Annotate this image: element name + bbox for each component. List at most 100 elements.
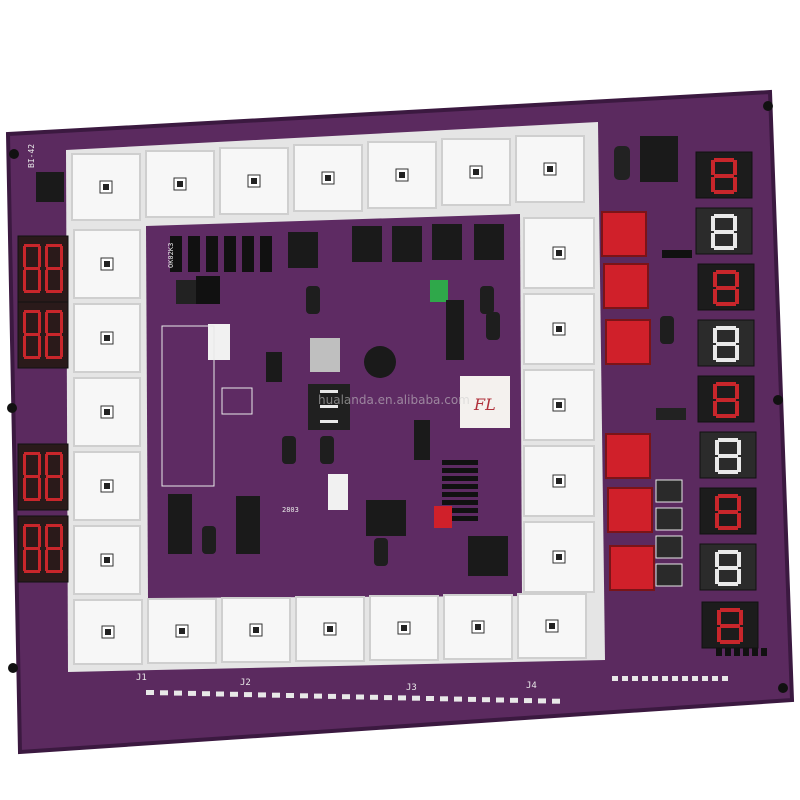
lamp-led bbox=[556, 250, 562, 256]
segment bbox=[718, 526, 738, 530]
segment bbox=[38, 270, 41, 291]
segment bbox=[737, 513, 741, 528]
pin bbox=[202, 691, 210, 697]
segment bbox=[714, 230, 734, 234]
lamp-led bbox=[556, 326, 562, 332]
lamp-led bbox=[547, 166, 553, 172]
segment bbox=[735, 345, 739, 360]
segment bbox=[711, 233, 715, 248]
resistor bbox=[662, 250, 692, 258]
pin bbox=[468, 696, 476, 702]
segment bbox=[718, 550, 738, 554]
pin bbox=[314, 693, 322, 699]
ic-chip bbox=[414, 420, 430, 460]
component bbox=[656, 408, 686, 420]
segment bbox=[713, 345, 717, 360]
capacitor bbox=[320, 436, 334, 464]
ic-chip bbox=[446, 300, 464, 360]
segment bbox=[45, 270, 48, 291]
segment bbox=[46, 244, 62, 247]
lamp-led bbox=[104, 261, 110, 267]
capacitor bbox=[486, 312, 500, 340]
sd-slot bbox=[310, 338, 340, 372]
pin bbox=[672, 676, 678, 681]
segment bbox=[24, 570, 40, 573]
lamp-led bbox=[105, 629, 111, 635]
lamp-led bbox=[549, 623, 555, 629]
pin bbox=[702, 676, 708, 681]
pin bbox=[622, 676, 628, 681]
segment bbox=[24, 452, 40, 455]
mounting-hole bbox=[8, 663, 18, 673]
segment bbox=[45, 312, 48, 333]
resistor-array bbox=[442, 508, 478, 513]
lamp-led bbox=[104, 557, 110, 563]
lamp-led bbox=[401, 625, 407, 631]
pin bbox=[692, 676, 698, 681]
resistor-array bbox=[442, 468, 478, 473]
mcu-chip bbox=[366, 500, 406, 536]
segment bbox=[24, 267, 40, 270]
segment bbox=[715, 513, 719, 528]
pin bbox=[146, 690, 154, 695]
segment bbox=[735, 328, 739, 343]
pin bbox=[642, 676, 648, 681]
segment bbox=[46, 475, 62, 478]
pin bbox=[725, 648, 731, 656]
segment bbox=[24, 333, 40, 336]
segment bbox=[718, 566, 738, 570]
capacitor bbox=[374, 538, 388, 566]
segment bbox=[737, 440, 741, 455]
jumper bbox=[224, 236, 236, 272]
segment bbox=[715, 440, 719, 455]
lamp-led bbox=[556, 554, 562, 560]
segment bbox=[46, 290, 62, 293]
segment bbox=[718, 438, 738, 442]
segment bbox=[320, 405, 338, 408]
pin bbox=[662, 676, 668, 681]
segment bbox=[24, 356, 40, 359]
red-pads bbox=[601, 211, 655, 591]
chip-mark: 2803 bbox=[282, 506, 299, 514]
capacitor bbox=[282, 436, 296, 464]
segment bbox=[714, 158, 734, 162]
lamp-led bbox=[179, 628, 185, 634]
pin bbox=[370, 694, 378, 700]
resistor-array bbox=[442, 492, 478, 497]
watermark: hualanda.en.alibaba.com bbox=[318, 393, 470, 407]
lamp-led bbox=[473, 169, 479, 175]
segment bbox=[715, 569, 719, 584]
segment bbox=[716, 358, 736, 362]
pcb-board-shade bbox=[5, 89, 795, 755]
segment bbox=[24, 244, 40, 247]
bottom-connectors bbox=[146, 648, 767, 704]
capacitor bbox=[480, 286, 494, 314]
ic-chip bbox=[236, 496, 260, 554]
pin bbox=[524, 698, 532, 704]
button-switch bbox=[655, 535, 683, 559]
pin bbox=[230, 691, 238, 697]
segment bbox=[716, 270, 736, 274]
inner-components bbox=[161, 224, 692, 587]
pin bbox=[356, 694, 364, 700]
ic-top-right bbox=[640, 136, 678, 182]
red-pad bbox=[603, 263, 649, 309]
segment bbox=[45, 478, 48, 499]
resistor-array bbox=[442, 500, 478, 505]
mounting-hole bbox=[7, 403, 17, 413]
jumper bbox=[260, 236, 272, 272]
lamp-led bbox=[475, 624, 481, 630]
lamp-led bbox=[556, 478, 562, 484]
segment bbox=[38, 336, 41, 357]
capacitor bbox=[306, 286, 320, 314]
connector-label-j4: J4 bbox=[526, 681, 537, 691]
segment bbox=[720, 640, 740, 644]
segment bbox=[38, 478, 41, 499]
pin bbox=[272, 692, 280, 698]
segment bbox=[23, 454, 26, 475]
segment bbox=[716, 302, 736, 306]
jumper bbox=[242, 236, 254, 272]
pin bbox=[328, 693, 336, 699]
segment bbox=[45, 526, 48, 547]
regulator bbox=[176, 280, 198, 304]
